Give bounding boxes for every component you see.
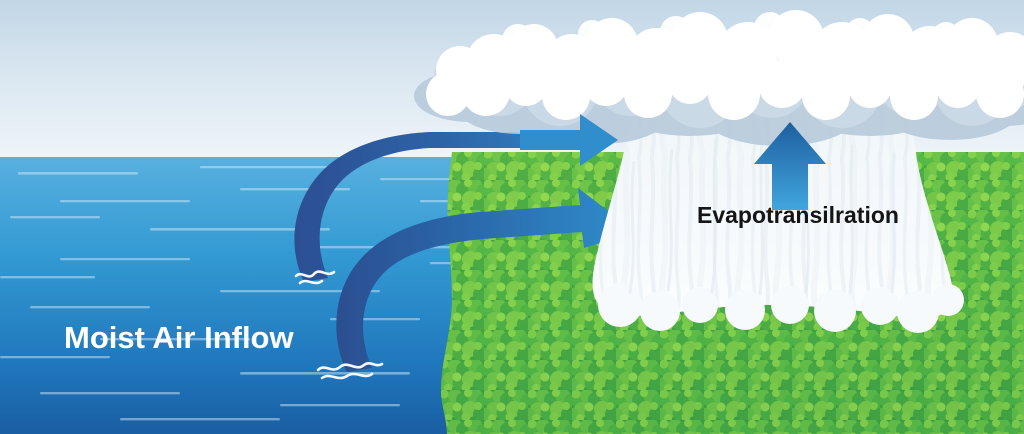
wave-splash-upper [294, 270, 336, 285]
upper-arrowhead-overlay [520, 114, 618, 166]
upper-curved-arrow-icon [294, 116, 616, 282]
lower-curved-arrow-icon [336, 188, 636, 372]
up-arrow-icon [754, 122, 826, 210]
wave-splash-lower [316, 362, 384, 380]
cloud-bank [414, 10, 1024, 146]
